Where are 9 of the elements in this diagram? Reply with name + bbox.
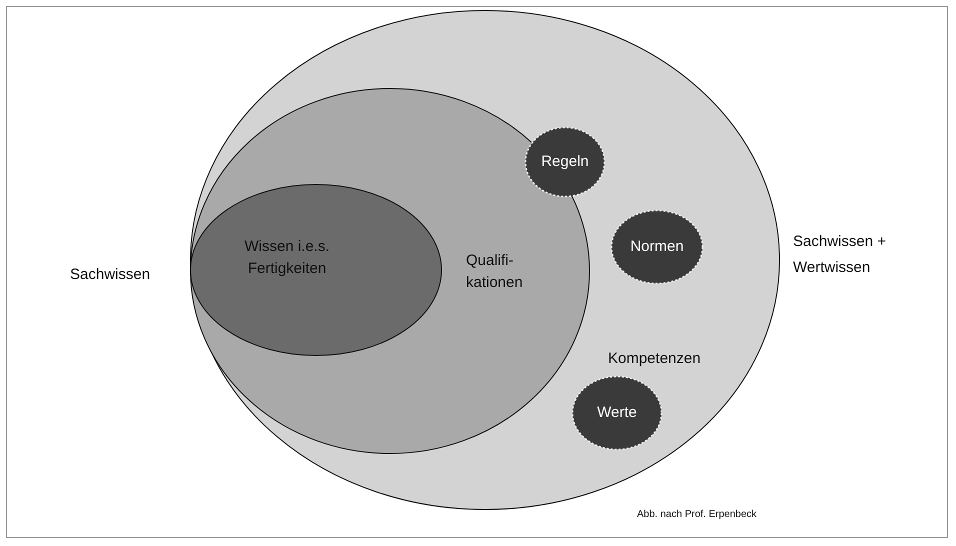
ellipse-label: Normen [629, 237, 685, 257]
side-label: Sachwissen + Wertwissen [793, 232, 887, 278]
side-label: Sachwissen [70, 265, 152, 285]
ellipse-label: Qualifi- kationen [466, 251, 524, 293]
ellipse-label: Werte [596, 403, 638, 423]
ellipse-label: Regeln [540, 152, 590, 172]
ellipse-label: Wissen i.e.s. Fertigkeiten [243, 237, 331, 279]
source-note: Abb. nach Prof. Erpenbeck [637, 509, 757, 521]
ellipse-label: Kompetenzen [608, 349, 702, 369]
